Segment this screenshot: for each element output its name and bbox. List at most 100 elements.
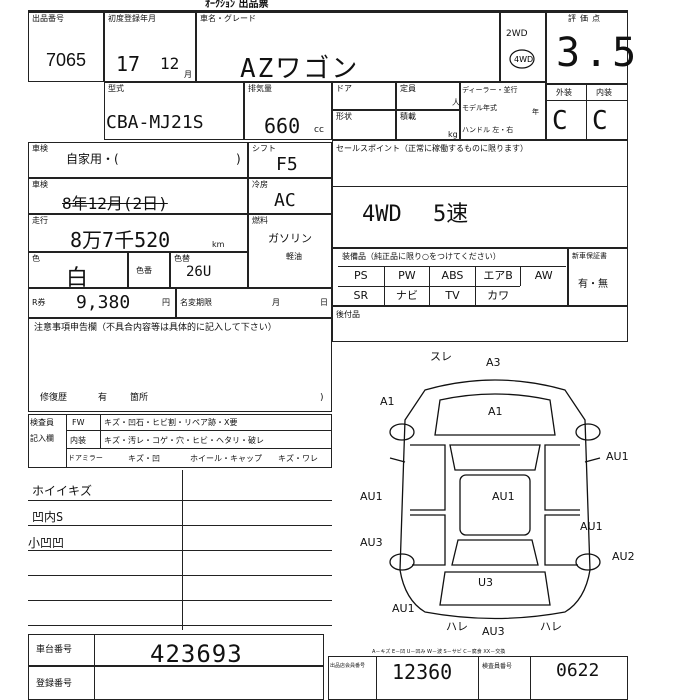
member-no-value: 12360 (392, 660, 453, 684)
new-car-label: 新車保証書 (572, 252, 607, 260)
chassis-label: 車台番号 (36, 645, 73, 655)
ac-box (248, 178, 332, 214)
score-box (546, 12, 628, 84)
equipment-item-1-3: ABS (429, 266, 475, 286)
diagram-mark-7: AU3 (360, 536, 383, 549)
handwritten-note-2: 凹内S (32, 510, 64, 524)
new-car-value: 有・無 (578, 279, 608, 290)
handle-label: ハンドル 左・右 (462, 126, 514, 134)
grade-label-line (546, 100, 628, 101)
fuel-label: 燃料 (252, 216, 268, 225)
reg-box (28, 666, 324, 700)
notes-line-4 (28, 575, 332, 576)
sales-line (332, 186, 628, 187)
interior-grade: C (592, 106, 608, 136)
inspector-no-value: 0622 (556, 660, 600, 681)
dealer-label: ディーラー・並行 (462, 86, 518, 94)
displacement-box (244, 82, 332, 140)
capacity-label: 定員 (400, 84, 416, 93)
diagram-handwritten-bl: ハレ (446, 620, 468, 633)
usage-close: ) (236, 152, 241, 166)
member-divider-3 (530, 656, 531, 700)
notes-line-2 (28, 525, 332, 526)
shaken-box (28, 178, 248, 214)
first-reg-month: 12 (160, 54, 180, 73)
inspector-row-3-extra2: キズ・ワレ (278, 454, 318, 463)
diagram-mark-5: AU1 (360, 490, 383, 503)
equipment-item-1-1: PS (338, 266, 384, 286)
equipment-item-2-2: ナビ (383, 286, 430, 306)
inspection-box (28, 142, 248, 178)
inspector-block (28, 414, 332, 468)
member-divider-2 (478, 656, 479, 700)
score-label: 評価点 (568, 14, 604, 23)
inspector-row-1-head: FW (72, 418, 85, 427)
shape-label: 形状 (336, 112, 352, 121)
inspector-label-2: 記入欄 (30, 434, 54, 443)
shape-box (332, 110, 396, 140)
score: 3.5 (556, 30, 641, 76)
model-label: 型式 (108, 84, 124, 93)
inspector-no-label: 検査員番号 (482, 663, 513, 670)
inspector-row-1-text: キズ・凹石・ヒビ割・リペア跡・X要 (104, 418, 238, 427)
displacement: 660 (264, 114, 301, 138)
inspector-row-3-text: キズ・凹 (128, 454, 160, 463)
equipment-item-2-1: SR (338, 286, 384, 306)
diagram-mark-1: A1 (380, 395, 395, 408)
dealer-box (460, 82, 546, 140)
shift-box (248, 142, 332, 178)
first-reg-year: 17 (116, 52, 141, 76)
shaken-value: 8年12月(2日) (62, 194, 168, 213)
recycle-value: 9,380 (76, 292, 131, 313)
diagram-mark-6: AU1 (492, 490, 515, 503)
repair-label: 修復歴 (40, 393, 68, 403)
reg-label: 登録番号 (36, 679, 73, 689)
notes-close: ) (320, 393, 324, 403)
diagram-handwritten-top: スレ (430, 350, 452, 363)
displacement-label: 排気量 (248, 84, 272, 93)
load-box (396, 110, 460, 140)
fourwd-label: 4WD (514, 55, 533, 64)
shift-label: シフト (252, 144, 276, 153)
equipment-item-1-2: PW (383, 266, 430, 286)
grade-box (546, 84, 628, 140)
km-unit: km (212, 240, 225, 249)
diagram-mark-10: U3 (478, 576, 493, 589)
notes-line-1 (28, 500, 332, 501)
notes-line-6 (28, 625, 332, 626)
interior-label: 内装 (596, 88, 612, 97)
notes-line-5 (28, 600, 332, 601)
first-reg-box (104, 12, 196, 82)
door-label: ドア (336, 84, 352, 93)
diagram-mark-9: AU2 (612, 550, 635, 563)
person-unit: 人 (452, 98, 460, 107)
car-name-label: 車名・グレード (200, 14, 256, 23)
model-code: CBA-MJ21S (106, 112, 204, 133)
chassis-value: 423693 (150, 640, 243, 668)
color-code-box (170, 252, 248, 288)
inspector-label-1: 検査員 (30, 418, 54, 427)
mileage-label: 走行 (32, 216, 48, 225)
inspector-row-3-extra: ホイール・キャップ (190, 454, 262, 463)
lot-number-label: 出品番号 (32, 14, 64, 23)
color-code: 26U (186, 264, 212, 280)
notes-label: 注意事項申告欄（不具合内容等は具体的に記入して下さい） (34, 323, 277, 333)
month-label: 月 (272, 298, 280, 307)
inspector-head-divider (100, 414, 101, 448)
inspector-row-line-1 (66, 430, 332, 431)
sales-point-label: セールスポイント（正常に稼働するものに限ります） (336, 144, 528, 153)
door-box (332, 82, 396, 110)
year-unit: 年 (532, 108, 539, 116)
capacity-box (396, 82, 460, 110)
color-box (28, 252, 128, 288)
usage-label: 自家用・( (66, 152, 119, 166)
recycle-box (28, 288, 176, 318)
sales-point-box (332, 140, 628, 248)
fourwd-circle-icon: 4WD (509, 49, 535, 69)
equipment-item-2-4: カワ (474, 286, 521, 306)
chassis-box (28, 634, 324, 666)
cc-unit: cc (314, 125, 324, 135)
color-value: 白 (66, 266, 89, 291)
